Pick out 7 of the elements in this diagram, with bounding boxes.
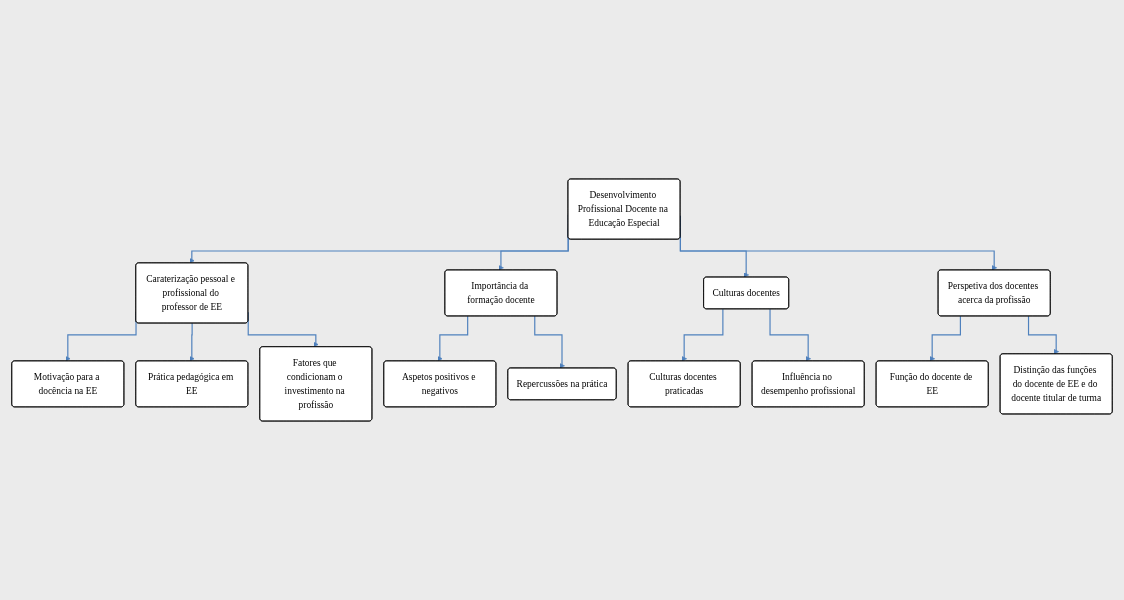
arrow: [189, 322, 195, 362]
arrow: [769, 308, 812, 362]
arrow: [437, 315, 469, 362]
arrow: [534, 315, 565, 369]
arrow: [929, 315, 961, 362]
arrow: [1027, 315, 1060, 355]
arrow: [681, 308, 724, 362]
